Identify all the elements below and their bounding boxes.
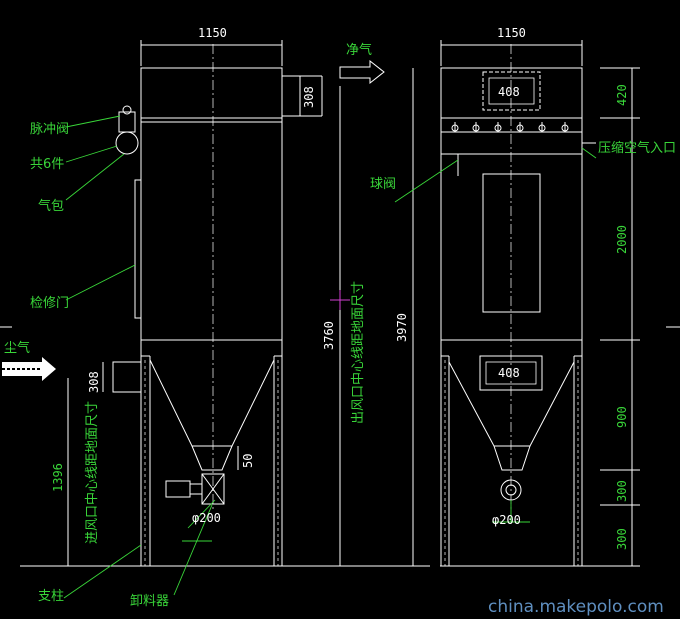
column-label: 支柱 [38,589,64,604]
clean-air-arrow [339,59,385,85]
outlet-height-dim: 3760 [322,321,336,350]
bottom-300-dim: 300 [615,528,629,550]
left-body [140,67,283,341]
air-bag-label: 气包 [38,198,64,214]
right-phi-dim: φ200 [492,513,521,527]
hopper-section-dim: 900 [615,406,629,428]
left-view [2,40,430,599]
access-door [134,179,142,319]
inlet-size-dim: 308 [87,371,101,393]
clean-air-label: 净气 [346,42,372,58]
pulse-valve-shape [118,111,136,133]
bottom-opening-dim: 408 [498,366,520,380]
air-header [440,131,583,155]
total-height-dim: 3970 [395,313,409,342]
hopper-outlet-dim: 50 [241,454,255,468]
right-hopper [448,361,575,447]
discharger-label: 卸料器 [130,593,169,609]
top-opening-box [482,71,541,111]
access-door-label: 检修门 [30,296,69,311]
watermark: china.makepolo.com [488,597,664,617]
pulse-valve-label: 脉冲阀 [30,122,69,137]
inspection-window [482,173,541,313]
compressed-air-inlet-label: 压缩空气入口 [598,140,676,156]
left-inlet [112,361,142,393]
right-width-dim: 1150 [497,26,526,40]
middle-section-dim: 2000 [615,225,629,254]
right-view [0,40,680,567]
outlet-size-dim: 308 [302,86,316,108]
ball-valve-label: 球阀 [370,177,396,192]
air-bag-shape [115,131,139,155]
six-pieces-label: 共6件 [30,157,64,172]
top-section-dim: 420 [615,84,629,106]
bottom-opening-box [479,355,543,391]
lower-300-dim: 300 [615,480,629,502]
right-body [440,67,583,341]
left-phi-dim: φ200 [192,511,221,525]
top-opening-dim: 408 [498,85,520,99]
dirty-air-label: 尘气 [4,340,30,356]
outlet-center-height-label: 出风口中心线距地面尺寸 [351,281,366,424]
inlet-height-dim: 1396 [51,463,65,492]
left-outlet-flange [281,75,301,117]
inlet-center-height-label: 进风口中心线距地面尺寸 [85,401,100,544]
left-hopper [149,359,275,447]
left-width-dim: 1150 [198,26,227,40]
